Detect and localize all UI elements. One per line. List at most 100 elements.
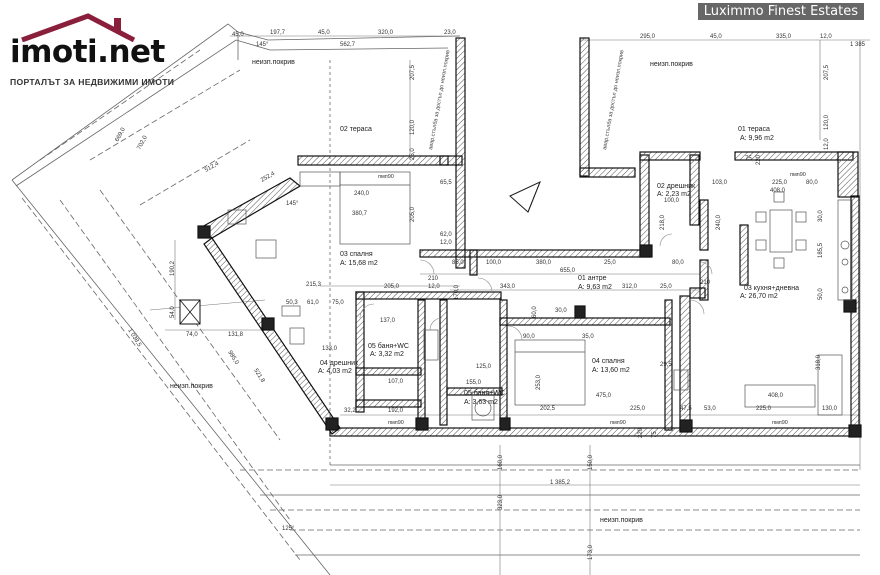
svg-text:192,0: 192,0 [388,408,404,414]
svg-text:А: 3,32 m2: А: 3,32 m2 [370,351,404,358]
svg-text:12,0: 12,0 [824,138,830,150]
svg-text:318,0: 318,0 [816,354,822,370]
svg-text:45,0: 45,0 [318,30,330,36]
svg-text:207,5: 207,5 [824,64,830,80]
svg-text:54,0: 54,0 [170,306,176,318]
svg-text:05 баня+WC: 05 баня+WC [464,389,505,397]
room-bedroom-1: 03 спалня А: 15,68 m2 [340,251,378,267]
svg-text:60,0: 60,0 [532,306,538,318]
svg-text:04 спалня: 04 спалня [592,358,625,365]
svg-text:252,4: 252,4 [260,171,277,184]
svg-text:985,0: 985,0 [226,350,239,366]
svg-text:05 баня+WC: 05 баня+WC [368,342,409,350]
svg-text:74,0: 74,0 [186,332,198,338]
svg-text:170,0: 170,0 [454,284,460,300]
svg-text:47,5: 47,5 [680,406,692,412]
svg-text:125,0: 125,0 [476,364,492,370]
roof-labels: неизп.покрив неизп.покрив неизп.покрив н… [170,59,693,524]
svg-text:35,0: 35,0 [582,334,594,340]
room-bath-1: 05 баня+WC А: 3,32 m2 [368,342,409,358]
dimension-lines [149,35,870,575]
svg-text:25,0: 25,0 [660,284,672,290]
svg-text:103,0: 103,0 [712,180,728,186]
dims-top-right: 295,0 45,0 335,0 12,0 1 385 [640,34,866,48]
svg-text:А: 2,23 m2: А: 2,23 m2 [657,191,691,198]
svg-text:380,7: 380,7 [352,211,368,217]
svg-text:пмп90: пмп90 [610,420,626,426]
svg-text:207,5: 207,5 [410,64,416,80]
svg-text:210: 210 [700,280,711,286]
svg-text:225,0: 225,0 [772,180,788,186]
roof-outline-left [11,23,860,575]
svg-text:137,0: 137,0 [380,318,396,324]
svg-text:45,0: 45,0 [710,34,722,40]
svg-text:1 038,5: 1 038,5 [126,328,142,349]
svg-text:562,7: 562,7 [340,42,356,48]
svg-text:155,0: 155,0 [466,380,482,386]
dims-bottom: 1 385,2 150,0 173,0 323,0 160,0 220 75 [498,427,658,560]
svg-text:323,0: 323,0 [498,494,504,510]
svg-text:12,0: 12,0 [440,240,452,246]
svg-text:408,0: 408,0 [770,188,786,194]
svg-text:А: 15,68 m2: А: 15,68 m2 [340,260,378,267]
svg-text:А: 13,60 m2: А: 13,60 m2 [592,367,630,374]
room-labels: 03 спалня А: 15,68 m2 05 баня+WC А: 3,32… [318,126,799,406]
svg-text:85,0: 85,0 [452,260,464,266]
svg-text:160,0: 160,0 [498,454,504,470]
svg-text:1 385,2: 1 385,2 [550,480,571,486]
north-arrow [509,181,541,213]
roof-logo-icon [21,13,136,42]
svg-text:202,5: 202,5 [540,406,556,412]
chimney-box [179,299,201,325]
svg-text:240,0: 240,0 [716,214,722,230]
svg-text:100,0: 100,0 [664,198,680,204]
svg-text:205,0: 205,0 [410,206,416,222]
svg-text:220: 220 [638,427,644,438]
roof-label: неизп.покрив [600,517,643,524]
svg-text:пмп90: пмп90 [388,420,404,426]
svg-text:150,0: 150,0 [588,454,594,470]
dims-right-vertical: 207,5 120,0 12,0 220 75 [745,64,830,165]
svg-text:107,0: 107,0 [388,379,404,385]
svg-text:225,0: 225,0 [630,406,646,412]
room-id-badge: 03 [340,251,348,258]
svg-text:343,0: 343,0 [500,284,516,290]
svg-text:03 спалня: 03 спалня [340,251,373,258]
svg-text:53,0: 53,0 [704,406,716,412]
svg-text:335,0: 335,0 [776,34,792,40]
svg-text:312,0: 312,0 [622,284,638,290]
shaft-label-right: авар.стълба за достъп до неизп.покрив [602,50,625,151]
svg-text:295,0: 295,0 [640,34,656,40]
svg-text:669,0: 669,0 [114,126,127,143]
dims-top-left: 197,7 45,0 320,0 23,0 562,7 45,0 [232,30,456,48]
svg-text:475,0: 475,0 [596,393,612,399]
svg-text:702,0: 702,0 [136,134,149,151]
svg-text:240,0: 240,0 [354,191,370,197]
svg-text:320,0: 320,0 [378,30,394,36]
dims-hall: 85,0 100,0 380,0 25,0 655,0 343,0 312,0 … [306,260,711,318]
svg-text:133,0: 133,0 [322,346,338,352]
room-wardrobe-1: 04 дрешник А: 4,03 m2 [318,360,359,375]
svg-text:80,0: 80,0 [806,180,818,186]
svg-text:А: 9,63 m2: А: 9,63 m2 [578,284,612,291]
watermark-brand: Luximmo Finest Estates [697,3,864,20]
window-marks: пмп90 пмп90 пмп90 пмп90 пмп90 [378,172,806,426]
svg-text:61,0: 61,0 [307,300,319,306]
room-wardrobe-2: 02 дрешник А: 2,23 m2 [657,183,696,198]
svg-text:25,0: 25,0 [604,260,616,266]
svg-text:75: 75 [745,156,752,162]
svg-text:145°: 145° [286,201,299,207]
svg-text:210: 210 [428,276,439,282]
svg-text:пмп90: пмп90 [772,420,788,426]
svg-text:50,0: 50,0 [818,288,824,300]
svg-text:02 тераса: 02 тераса [340,126,372,133]
svg-text:190,2: 190,2 [170,260,176,276]
svg-text:100,0: 100,0 [486,260,502,266]
imoti-logo[interactable]: imoti.net ПОРТАЛЪТ ЗА НЕДВИЖИМИ ИМОТИ [6,8,206,88]
svg-text:А: 9,96 m2: А: 9,96 m2 [740,135,774,142]
roof-label: неизп.покрив [252,59,295,66]
roof-label: неизп.покрив [650,61,693,68]
svg-text:А: 4,03 m2: А: 4,03 m2 [318,368,352,375]
svg-text:130,0: 130,0 [822,406,838,412]
door-swings [359,233,713,341]
